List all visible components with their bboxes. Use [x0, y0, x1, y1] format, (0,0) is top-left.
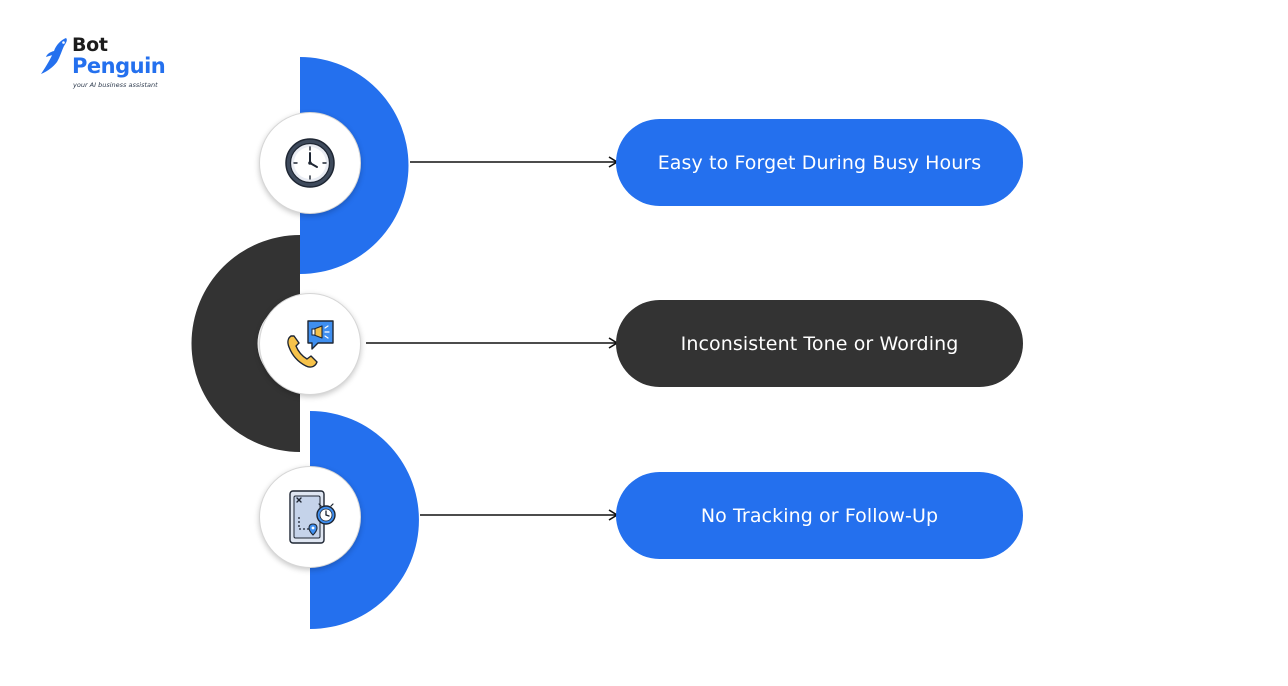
pill-item-3: No Tracking or Follow-Up: [616, 472, 1023, 559]
map-clock-icon: [289, 490, 336, 544]
connector-arc-bottom: [310, 411, 419, 629]
clock-icon: [285, 138, 335, 188]
logo-tagline: your AI business assistant: [73, 81, 158, 89]
icon-circle-1: [259, 112, 361, 214]
logo-text-bot: Bot: [72, 34, 108, 56]
logo-text-penguin: Penguin: [72, 54, 166, 78]
pill-label-1: Easy to Forget During Busy Hours: [657, 151, 982, 174]
penguin-logo-icon: [41, 38, 67, 74]
pill-item-1: Easy to Forget During Busy Hours: [616, 119, 1023, 206]
botpenguin-logo: Bot Penguin your AI business assistant: [40, 34, 170, 92]
phone-megaphone-icon: [287, 320, 334, 368]
icon-circle-3: [259, 466, 361, 568]
pill-label-2: Inconsistent Tone or Wording: [680, 332, 959, 355]
pill-label-3: No Tracking or Follow-Up: [700, 504, 939, 527]
connector-arc-middle: [191, 235, 300, 452]
icon-circle-2: [259, 293, 361, 395]
pill-item-2: Inconsistent Tone or Wording: [616, 300, 1023, 387]
